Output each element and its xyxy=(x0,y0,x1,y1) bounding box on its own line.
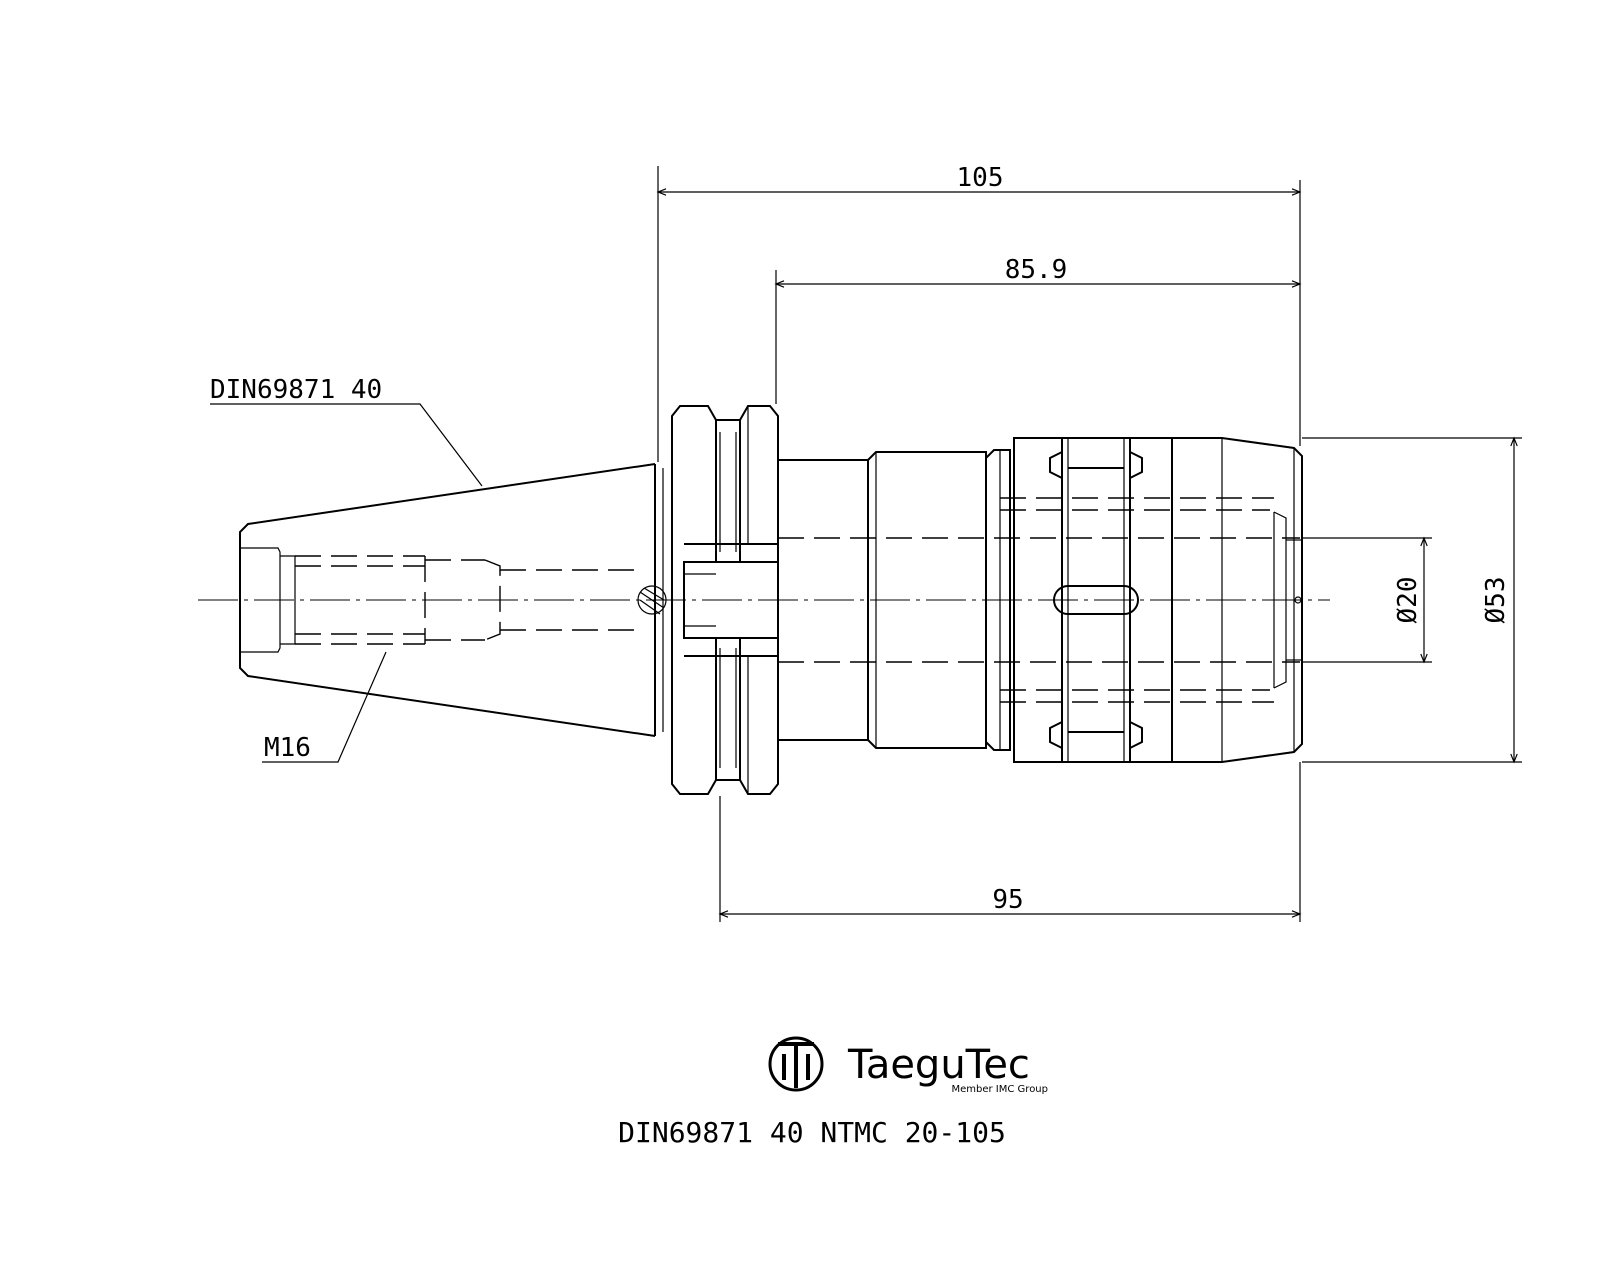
dim-105-label: 105 xyxy=(957,163,1004,193)
dimension-outer-diameter: Ø53 xyxy=(1302,436,1522,764)
clamping-nut xyxy=(1013,437,1303,763)
taper-shank xyxy=(239,463,656,737)
tool-holder-outline xyxy=(198,405,1330,795)
dimension-bore-diameter: Ø20 xyxy=(1302,536,1432,664)
neck xyxy=(778,459,869,741)
dimension-gauge-length: 95 xyxy=(718,762,1302,922)
callout-thread-label: M16 xyxy=(264,733,311,763)
dim-d20-label: Ø20 xyxy=(1393,577,1423,624)
logo-tagline: Member IMC Group xyxy=(952,1084,1049,1095)
dim-85-9-label: 85.9 xyxy=(1005,255,1068,285)
dim-95-label: 95 xyxy=(992,885,1023,915)
logo-emblem-icon xyxy=(768,1036,824,1092)
logo-brand: TaeguTec xyxy=(847,1042,1030,1088)
dimension-length-from-flange: 85.9 xyxy=(774,255,1302,404)
callout-taper-standard: DIN69871 40 xyxy=(210,375,483,487)
nut-slot xyxy=(1053,585,1139,615)
dim-d53-label: Ø53 xyxy=(1481,577,1511,624)
taegutec-logo: TaeguTec Member IMC Group xyxy=(768,1036,1049,1095)
cross-hole xyxy=(637,585,667,615)
part-number: DIN69871 40 NTMC 20-105 xyxy=(618,1116,1006,1149)
callout-thread: M16 xyxy=(262,651,387,763)
dimension-overall-length: 105 xyxy=(656,163,1302,462)
callout-taper-label: DIN69871 40 xyxy=(210,375,382,405)
